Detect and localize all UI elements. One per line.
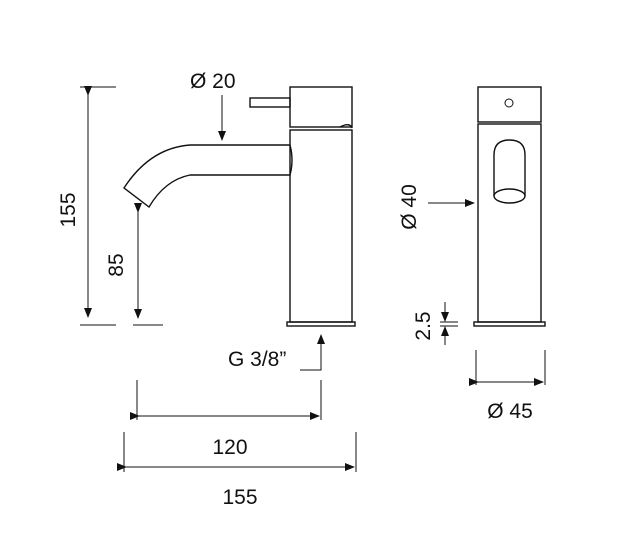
label-diameter-40: Ø 40 bbox=[398, 184, 421, 230]
front-body bbox=[477, 123, 542, 323]
label-height-155: 155 bbox=[57, 192, 80, 227]
front-dimensions: Ø 40 2.5 Ø 45 bbox=[398, 184, 546, 423]
label-diameter-45: Ø 45 bbox=[487, 400, 533, 423]
connection-arrow bbox=[300, 334, 325, 371]
handle-head bbox=[289, 86, 353, 128]
lever bbox=[249, 97, 291, 108]
spout-front bbox=[493, 139, 526, 196]
side-dimensions: Ø 20 155 85 G 3/8” 120 155 bbox=[57, 70, 357, 509]
spout-outlet bbox=[493, 188, 526, 204]
label-height-85: 85 bbox=[105, 253, 128, 276]
front-base-plate bbox=[473, 321, 546, 327]
label-diameter-20: Ø 20 bbox=[190, 70, 236, 93]
label-connection: G 3/8” bbox=[228, 348, 286, 371]
base-plate bbox=[286, 321, 356, 327]
front-handle-head bbox=[477, 86, 542, 123]
body bbox=[289, 129, 353, 323]
spout bbox=[123, 144, 293, 209]
indicator-dot bbox=[504, 98, 514, 108]
front-view bbox=[473, 86, 546, 327]
label-thickness-2-5: 2.5 bbox=[412, 311, 435, 340]
side-view bbox=[123, 86, 356, 327]
handle-curve bbox=[339, 124, 353, 129]
label-depth-155: 155 bbox=[222, 486, 257, 509]
label-reach-120: 120 bbox=[212, 436, 247, 459]
